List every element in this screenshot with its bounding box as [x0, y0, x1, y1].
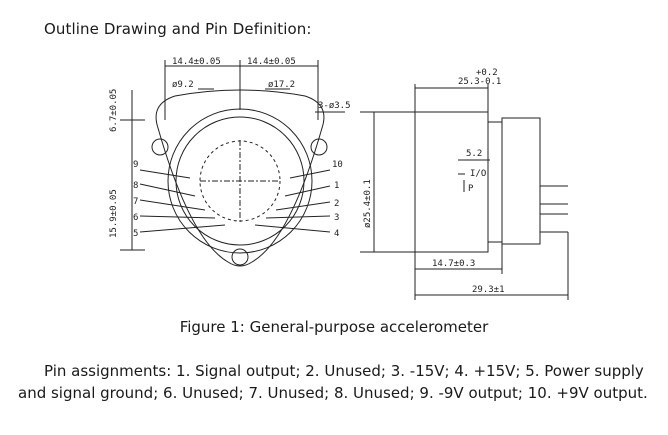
body-circle-outer: [167, 108, 313, 254]
pin-label: 2: [334, 199, 339, 209]
mount-hole-bottom: [231, 248, 249, 266]
outline-drawing: 14.4±0.05 14.4±0.05 ø9.2 ø17.2 3-ø3.5 6.…: [109, 57, 569, 300]
figure-caption: Figure 1: General-purpose accelerometer: [179, 318, 489, 336]
tol-base: 25.3-0.1: [458, 77, 501, 87]
pin-label: 4: [334, 229, 339, 239]
section-heading: Outline Drawing and Pin Definition:: [44, 20, 312, 38]
dia-body: ø25.4±0.1: [363, 179, 373, 228]
tol-plus: +0.2: [476, 68, 498, 78]
pin-label: 5: [133, 229, 138, 239]
pin-label: 8: [133, 181, 138, 191]
side-flange: [487, 121, 503, 243]
pin-label: 6: [133, 213, 138, 223]
side-body: [414, 111, 489, 253]
pin-assignments-text: Pin assignments: 1. Signal output; 2. Un…: [18, 362, 648, 402]
mount-hole-left: [151, 138, 169, 156]
pin-label: 10: [332, 160, 343, 170]
dim-top-left: 14.4±0.05: [172, 57, 221, 67]
dim-14-7: 14.7±0.3: [432, 259, 475, 269]
pin-label: 3: [334, 213, 339, 223]
mount-hole-right: [310, 138, 328, 156]
body-circle-inner: [175, 116, 305, 246]
flange-outline: [155, 89, 325, 267]
label-p: P: [468, 184, 474, 194]
dia-large: ø17.2: [268, 80, 295, 90]
pin-label: 1: [334, 181, 339, 191]
side-connector: [501, 117, 541, 245]
dia-small: ø9.2: [172, 80, 194, 90]
dim-left-top: 6.7±0.05: [109, 89, 119, 132]
dim-top-right: 14.4±0.05: [247, 57, 296, 67]
dim-5-2: 5.2: [466, 149, 482, 159]
pin-label: 9: [133, 160, 138, 170]
dim-left-bottom: 15.9±0.05: [109, 189, 119, 238]
pin-label: 7: [133, 197, 138, 207]
label-io: I/O: [470, 169, 486, 179]
holes-label: 3-ø3.5: [318, 101, 351, 111]
dim-29-3: 29.3±1: [472, 285, 505, 295]
